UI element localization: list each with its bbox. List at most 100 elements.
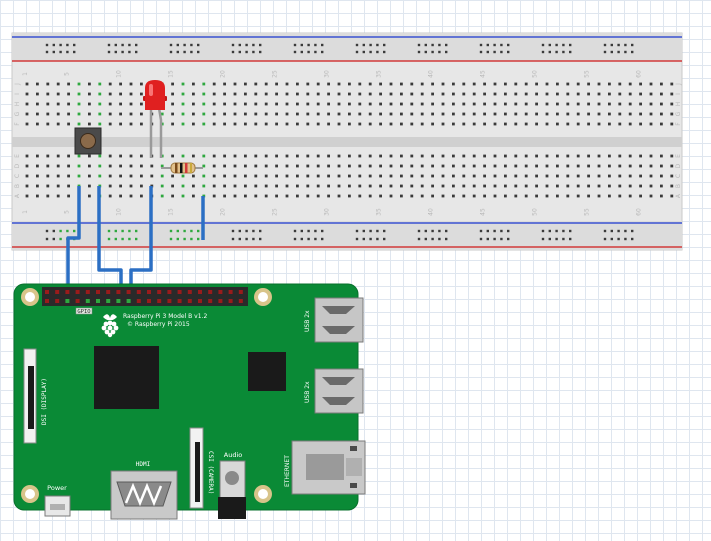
power-rail-hole [238,43,241,47]
csi-connector [189,427,204,509]
power-rail-hole [562,237,565,241]
gpio-pin [147,299,151,303]
breadboard-hole [649,102,653,106]
power-rail-hole [321,237,324,241]
dsi-connector-slot [28,366,34,429]
gpio-pin [238,299,243,303]
breadboard-hole [327,194,330,198]
breadboard-hole [472,92,476,96]
breadboard-hole [129,122,133,126]
power-rail-hole [500,50,503,54]
power-rail-hole [362,229,365,233]
breadboard-hole [618,184,622,188]
power-rail-hole [562,50,565,54]
power-rail-hole [300,237,303,241]
breadboard-hole [140,82,143,86]
breadboard-hole [77,122,81,126]
power-rail-hole [479,50,483,54]
column-number: 40 [428,208,435,216]
power-rail-hole [114,43,117,47]
breadboard-hole [639,102,642,106]
breadboard-hole [358,184,362,188]
breadboard-hole [223,102,226,106]
breadboard-hole [264,112,268,116]
power-rail-hole [493,229,496,233]
gpio-pin [85,299,90,303]
breadboard-hole [493,154,497,158]
breadboard-hole [254,194,258,198]
breadboard-hole [535,92,538,96]
raspberry-leaves [103,314,117,321]
gpio-pins [45,290,243,303]
breadboard-hole [379,164,382,168]
breadboard-hole [608,92,611,96]
audio-jack-body [219,460,246,502]
gpio-pin [116,299,121,303]
row-letter: F [14,122,21,126]
breadboard-hole [254,154,258,158]
breadboard-hole [316,92,320,96]
breadboard-hole [181,184,185,188]
usb-port-2 [314,368,364,414]
breadboard-hole [441,122,445,126]
gpio-pin [198,290,202,294]
power-rail-hole [541,237,545,241]
power-rail-hole [314,229,317,233]
column-number: 50 [532,70,539,78]
breadboard-hole [452,92,455,96]
breadboard-hole [202,102,206,106]
breadboard-hole [337,122,341,126]
breadboard-hole [628,174,632,178]
breadboard-hole [514,102,518,106]
breadboard-hole [441,174,445,178]
breadboard-hole [389,122,393,126]
breadboard-hole [36,112,39,116]
breadboard-hole [202,82,206,86]
breadboard-hole [452,194,455,198]
breadboard-hole [140,92,143,96]
breadboard-hole [264,174,268,178]
power-rail-hole [252,43,255,47]
power-rail-hole [500,43,503,47]
breadboard-hole [192,154,195,158]
power-rail-hole [121,50,124,54]
breadboard-hole [36,174,39,178]
breadboard-hole [618,112,622,116]
breadboard-hole [639,122,642,126]
row-letter: D [14,163,21,168]
breadboard-hole [327,102,330,106]
breadboard-hole [566,92,570,96]
power-rail-hole [197,229,200,233]
breadboard-hole [316,174,320,178]
breadboard-hole [462,164,466,168]
breadboard-hole [410,194,414,198]
power-rail-hole [259,43,262,47]
breadboard-hole [244,154,247,158]
breadboard-hole [140,122,143,126]
breadboard-hole [410,92,414,96]
breadboard-hole [493,184,497,188]
breadboard-hole [431,154,434,158]
breadboard-hole [670,194,674,198]
breadboard-hole [358,164,362,168]
power-rail-hole [183,43,186,47]
breadboard-hole [368,112,372,116]
breadboard-hole [462,92,466,96]
power-rail-hole [569,43,572,47]
gpio-pin [106,299,111,303]
breadboard-hole [254,102,258,106]
power-rail-hole [445,229,448,233]
breadboard-hole [223,122,226,126]
power-rail-hole [307,237,310,241]
power-rail-hole [479,237,483,241]
power-rail-hole [417,43,421,47]
breadboard-hole [576,174,580,178]
breadboard-hole [56,122,60,126]
power-rail-hole [135,50,138,54]
breadboard-hole [56,174,60,178]
power-rail-hole [548,43,551,47]
resistor-band-2 [180,163,183,173]
breadboard-hole [608,154,611,158]
center-channel [12,137,682,147]
breadboard-hole [119,184,122,188]
